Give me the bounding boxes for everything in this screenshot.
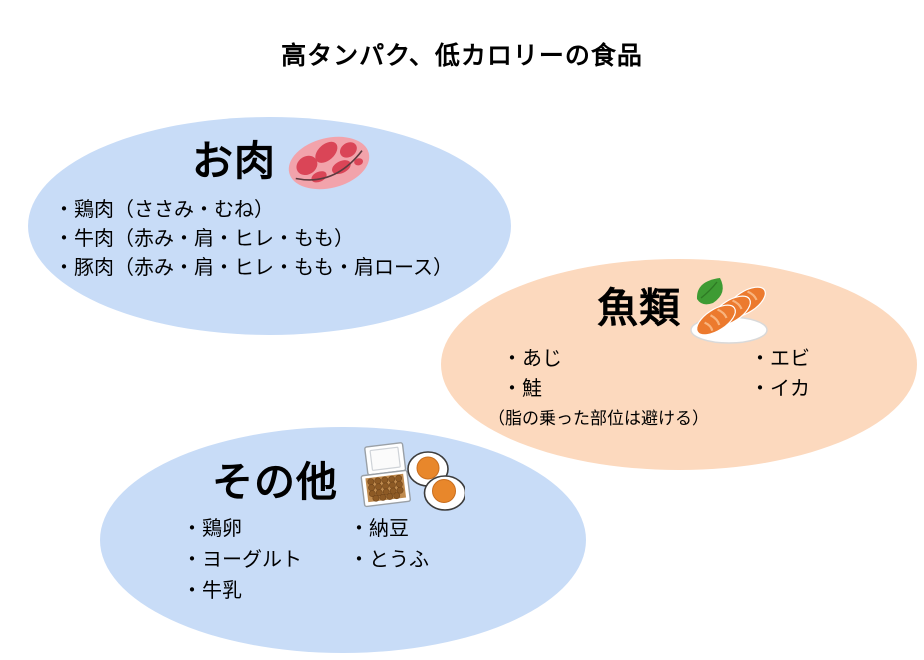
others-item-list-col1: ・鶏卵 ・ヨーグルト ・牛乳 — [182, 514, 302, 607]
natto-and-eggs-icon — [351, 440, 467, 524]
fish-note: （脂の乗った部位は避ける） — [488, 409, 709, 428]
steak-icon — [283, 128, 375, 200]
fish-item-list-col2: ・エビ ・イカ — [750, 344, 810, 404]
group-bubble-fish — [441, 259, 917, 470]
list-item: ・納豆 — [349, 518, 409, 540]
others-item-list-col2: ・納豆 ・とうふ — [349, 514, 429, 576]
list-item: ・イカ — [750, 378, 810, 400]
sashimi-plate-icon — [683, 272, 771, 346]
group-title-meat: お肉 — [192, 138, 276, 184]
list-item: ・ヨーグルト — [182, 549, 302, 571]
list-item: ・豚肉（赤み・肩・ヒレ・もも・肩ロース） — [54, 257, 453, 279]
group-title-fish: 魚類 — [597, 285, 681, 331]
list-item: ・鶏卵 — [182, 518, 242, 540]
list-item: ・牛乳 — [182, 580, 242, 602]
list-item: ・とうふ — [349, 549, 429, 571]
list-item: ・エビ — [750, 348, 810, 370]
group-bubble-meat — [28, 117, 511, 335]
page-title: 高タンパク、低カロリーの食品 — [281, 42, 643, 70]
fish-item-list-col1: ・あじ ・鮭 — [502, 344, 562, 404]
list-item: ・鶏肉（ささみ・むね） — [54, 199, 274, 221]
list-item: ・あじ — [502, 348, 562, 370]
list-item: ・鮭 — [502, 378, 542, 400]
group-title-others: その他 — [212, 459, 338, 505]
group-bubble-others — [100, 427, 586, 653]
meat-item-list: ・鶏肉（ささみ・むね） ・牛肉（赤み・肩・ヒレ・もも） ・豚肉（赤み・肩・ヒレ・… — [54, 196, 453, 283]
list-item: ・牛肉（赤み・肩・ヒレ・もも） — [54, 228, 354, 250]
